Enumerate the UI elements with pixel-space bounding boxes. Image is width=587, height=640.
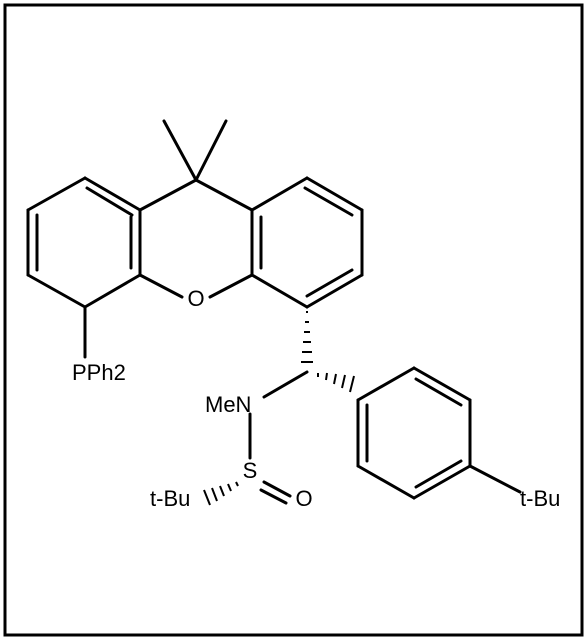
- frame-border: [3, 3, 584, 637]
- amine-label: MeN: [205, 392, 251, 417]
- right-aromatic-ring: [250, 176, 364, 309]
- tbu-sulfinyl-label: t-Bu: [150, 486, 190, 511]
- sulfinamide-bonds: [203, 412, 292, 506]
- central-ring-bonds: [138, 178, 254, 299]
- tbu-aryl-label: t-Bu: [520, 486, 560, 511]
- aryl-ring: [356, 366, 522, 500]
- sulfinyl-oxygen-label: O: [295, 486, 312, 511]
- sulfur-label: S: [243, 458, 258, 483]
- left-aromatic-ring: [26, 176, 142, 309]
- phosphine-label: PPh2: [72, 360, 126, 385]
- ring-oxygen-label: O: [187, 286, 204, 311]
- gem-dimethyl-bonds: [162, 119, 228, 182]
- benzylic-bonds: [262, 311, 355, 399]
